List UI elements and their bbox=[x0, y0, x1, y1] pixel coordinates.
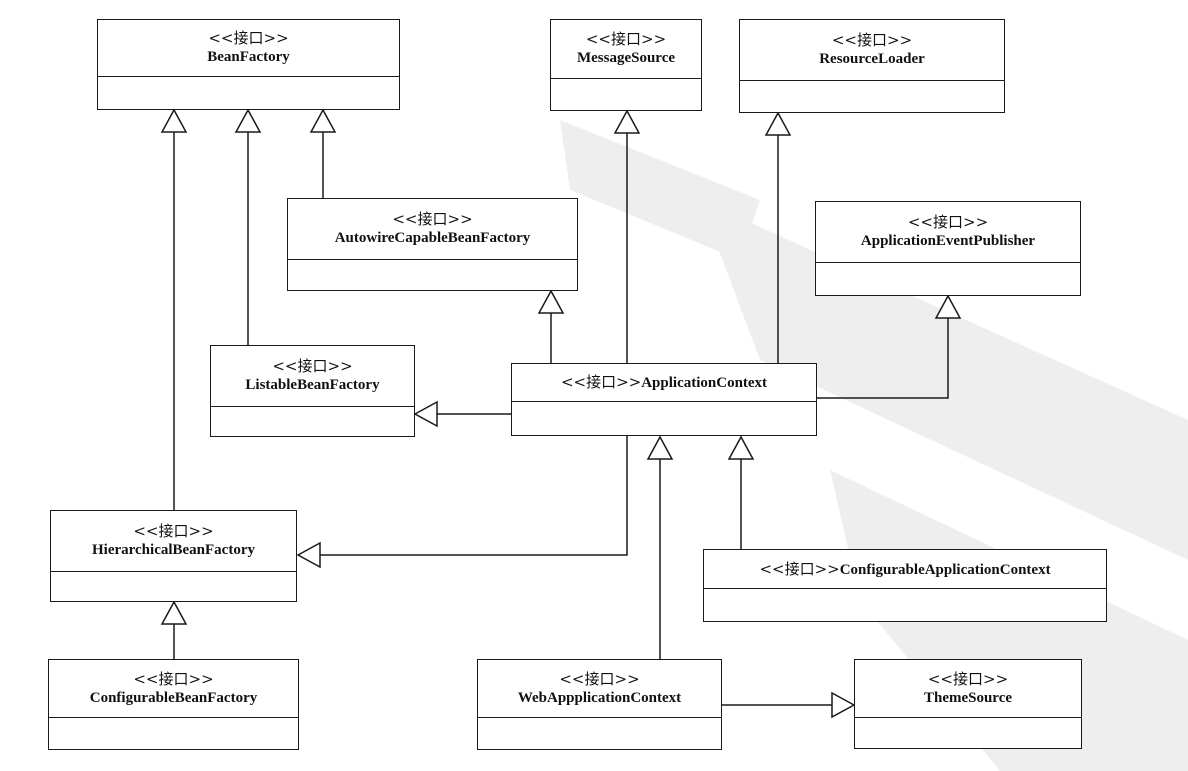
stereotype-label: <<接口>> bbox=[392, 210, 473, 228]
stereotype-label: <<接口>> bbox=[927, 669, 1009, 688]
interface-header: <<接口>> BeanFactory bbox=[98, 20, 399, 77]
stereotype-label: <<接口>> bbox=[272, 357, 353, 375]
interface-name: ApplicationContext bbox=[641, 375, 768, 391]
interface-webapplicationcontext: <<接口>> WebAppplicationContext bbox=[477, 659, 722, 750]
interface-header: <<接口>> WebAppplicationContext bbox=[478, 660, 721, 718]
stereotype-label: <<接口>> bbox=[133, 522, 214, 540]
interface-name: ResourceLoader bbox=[819, 51, 925, 67]
interface-header: <<接口>> ApplicationEventPublisher bbox=[816, 202, 1080, 263]
interface-header: <<接口>> ListableBeanFactory bbox=[211, 346, 414, 407]
interface-header: <<接口>> ResourceLoader bbox=[740, 20, 1004, 81]
interface-name: ApplicationEventPublisher bbox=[860, 233, 1036, 249]
edge-appcontext-to-eventpublisher bbox=[817, 318, 949, 399]
edge-appcontext-to-hierarchical bbox=[320, 434, 628, 556]
arrowhead-hierarchical-2 bbox=[160, 600, 188, 625]
arrowhead-autowire bbox=[537, 289, 565, 314]
connectors bbox=[160, 108, 962, 719]
interface-messagesource: <<接口>> MessageSource bbox=[550, 19, 702, 111]
interface-configurablebeanfactory: <<接口>> ConfigurableBeanFactory bbox=[48, 659, 299, 750]
interface-name: BeanFactory bbox=[207, 49, 290, 65]
arrowhead-messagesource bbox=[613, 109, 641, 134]
interface-name: ThemeSource bbox=[923, 689, 1013, 706]
stereotype-label: <<接口>> bbox=[585, 30, 667, 48]
interface-header: <<接口>>ConfigurableApplicationContext bbox=[704, 550, 1106, 589]
interface-name: AutowireCapableBeanFactory bbox=[334, 230, 531, 246]
interface-name: ConfigurableApplicationContext bbox=[839, 561, 1051, 578]
arrowhead-listable bbox=[413, 400, 438, 428]
interface-name: ConfigurableBeanFactory bbox=[89, 689, 258, 706]
interface-name: MessageSource bbox=[576, 50, 676, 66]
arrowhead-eventpublisher bbox=[934, 294, 962, 319]
arrowhead-hierarchical bbox=[296, 541, 321, 569]
interface-autowirecapablebeanfactory: <<接口>> AutowireCapableBeanFactory bbox=[287, 198, 578, 291]
interface-hierarchicalbeanfactory: <<接口>> HierarchicalBeanFactory bbox=[50, 510, 297, 602]
interface-name: WebAppplicationContext bbox=[517, 689, 682, 706]
arrowhead-themesource bbox=[831, 691, 856, 719]
interface-title-inline: <<接口>>ConfigurableApplicationContext bbox=[759, 559, 1050, 580]
interface-listablebeanfactory: <<接口>> ListableBeanFactory bbox=[210, 345, 415, 437]
interface-header: <<接口>> ThemeSource bbox=[855, 660, 1081, 718]
interface-title-inline: <<接口>>ApplicationContext bbox=[561, 372, 767, 393]
stereotype-label: <<接口>> bbox=[559, 669, 640, 688]
arrowhead-appcontext-2 bbox=[727, 435, 755, 460]
stereotype-label: <<接口>> bbox=[759, 559, 840, 578]
interface-resourceloader: <<接口>> ResourceLoader bbox=[739, 19, 1005, 113]
arrowhead-beanfactory-1 bbox=[160, 108, 188, 133]
interface-configurableapplicationcontext: <<接口>>ConfigurableApplicationContext bbox=[703, 549, 1107, 622]
interface-beanfactory: <<接口>> BeanFactory bbox=[97, 19, 400, 110]
arrowhead-beanfactory-3 bbox=[309, 108, 337, 133]
interface-header: <<接口>> HierarchicalBeanFactory bbox=[51, 511, 296, 572]
stereotype-label: <<接口>> bbox=[907, 213, 989, 231]
interface-header: <<接口>> ConfigurableBeanFactory bbox=[49, 660, 298, 718]
interface-name: HierarchicalBeanFactory bbox=[91, 542, 255, 558]
stereotype-label: <<接口>> bbox=[831, 31, 913, 49]
interface-applicationcontext: <<接口>>ApplicationContext bbox=[511, 363, 817, 436]
stereotype-label: <<接口>> bbox=[133, 669, 214, 688]
interface-header: <<接口>> AutowireCapableBeanFactory bbox=[288, 199, 577, 260]
stereotype-label: <<接口>> bbox=[560, 373, 642, 391]
arrowhead-beanfactory-2 bbox=[234, 108, 262, 133]
interface-applicationeventpublisher: <<接口>> ApplicationEventPublisher bbox=[815, 201, 1081, 296]
arrowhead-appcontext-1 bbox=[646, 435, 674, 460]
interface-name: ListableBeanFactory bbox=[245, 377, 380, 393]
interface-header: <<接口>>ApplicationContext bbox=[512, 364, 816, 402]
arrowhead-resourceloader bbox=[764, 111, 792, 136]
stereotype-label: <<接口>> bbox=[208, 29, 289, 47]
interface-header: <<接口>> MessageSource bbox=[551, 20, 701, 79]
interface-themesource: <<接口>> ThemeSource bbox=[854, 659, 1082, 749]
